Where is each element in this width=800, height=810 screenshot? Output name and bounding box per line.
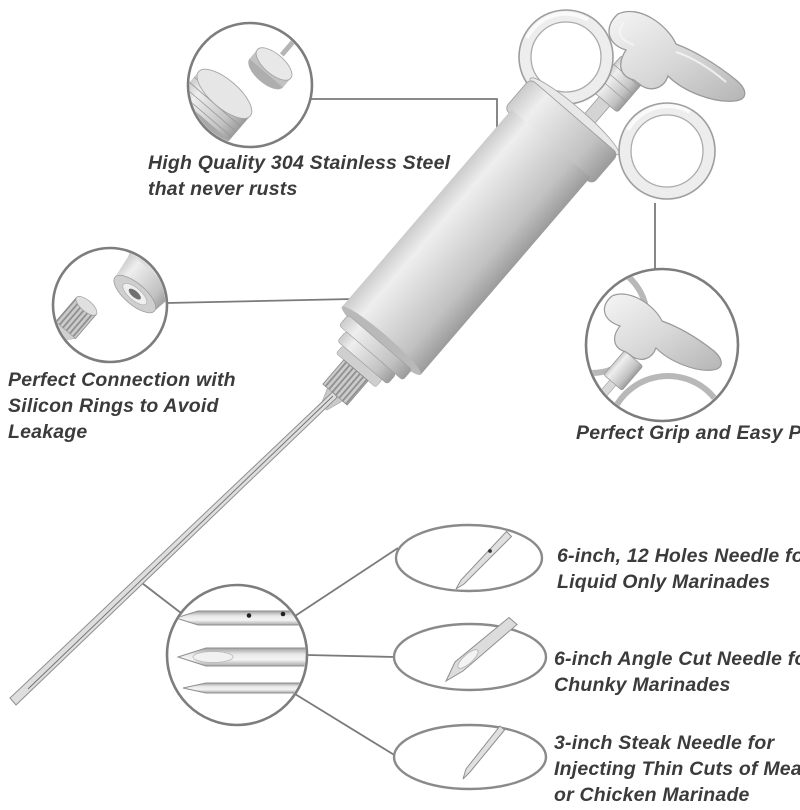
needle-ellipse-anglecut: [392, 616, 548, 692]
callout-circle-seal: [51, 246, 169, 364]
connector-line-stainless: [310, 98, 498, 152]
label-line: Injecting Thin Cuts of Meat: [554, 758, 800, 780]
plunger-t-handle-highlight: [618, 21, 727, 83]
label-line: 6-inch, 12 Holes Needle for: [557, 545, 800, 567]
needle-ellipse-steak: [392, 723, 548, 791]
callout-circle-grip: [584, 267, 740, 423]
grip-t-handle: [603, 293, 722, 371]
needle-tip-12hole: [174, 610, 306, 626]
injector-needle: [9, 391, 339, 706]
label-line: 3-inch Steak Needle for: [554, 732, 775, 754]
label-line: Leakage: [8, 421, 88, 443]
finger-ring-lower: [618, 102, 716, 200]
label-line: Chunky Marinades: [554, 674, 731, 696]
label-needle-anglecut: 6-inch Angle Cut Needle for Chunky Marin…: [554, 646, 800, 698]
label-line: Liquid Only Marinades: [557, 571, 771, 593]
connector-line-needle-detail: [141, 582, 182, 614]
label-grip: Perfect Grip and Easy Push: [576, 420, 800, 446]
label-line: Silicon Rings to Avoid: [8, 395, 219, 417]
callout-circle-needles: [165, 583, 309, 727]
callout-circle-cap: [186, 21, 314, 149]
label-connection: Perfect Connection with Silicon Rings to…: [8, 367, 236, 445]
finger-ring-upper: [518, 9, 614, 105]
label-line: or Chicken Marinade: [554, 784, 750, 806]
injector-barrel: [320, 77, 620, 411]
needle-tip-steak: [182, 682, 306, 694]
label-line: High Quality 304 Stainless Steel: [148, 152, 451, 174]
label-stainless-steel: High Quality 304 Stainless Steel that ne…: [148, 150, 450, 202]
label-line: 6-inch Angle Cut Needle for: [554, 648, 800, 670]
connector-line-12hole: [294, 547, 399, 617]
seal-funnel: [113, 250, 166, 314]
label-needle-12hole: 6-inch, 12 Holes Needle for Liquid Only …: [557, 543, 800, 595]
speck: [440, 161, 444, 165]
connector-line-connection: [166, 298, 353, 304]
connector-line-steak: [294, 693, 397, 757]
label-line: that never rusts: [148, 178, 298, 200]
label-needle-steak: 3-inch Steak Needle for Injecting Thin C…: [554, 730, 800, 808]
label-line: Perfect Grip and Easy Push: [576, 422, 800, 444]
label-line: Perfect Connection with: [8, 369, 236, 391]
connector-line-anglecut: [306, 654, 396, 658]
plunger-t-handle: [608, 11, 746, 102]
needle-tip-anglecut: [176, 647, 306, 667]
needle-ellipse-12hole: [394, 523, 544, 593]
